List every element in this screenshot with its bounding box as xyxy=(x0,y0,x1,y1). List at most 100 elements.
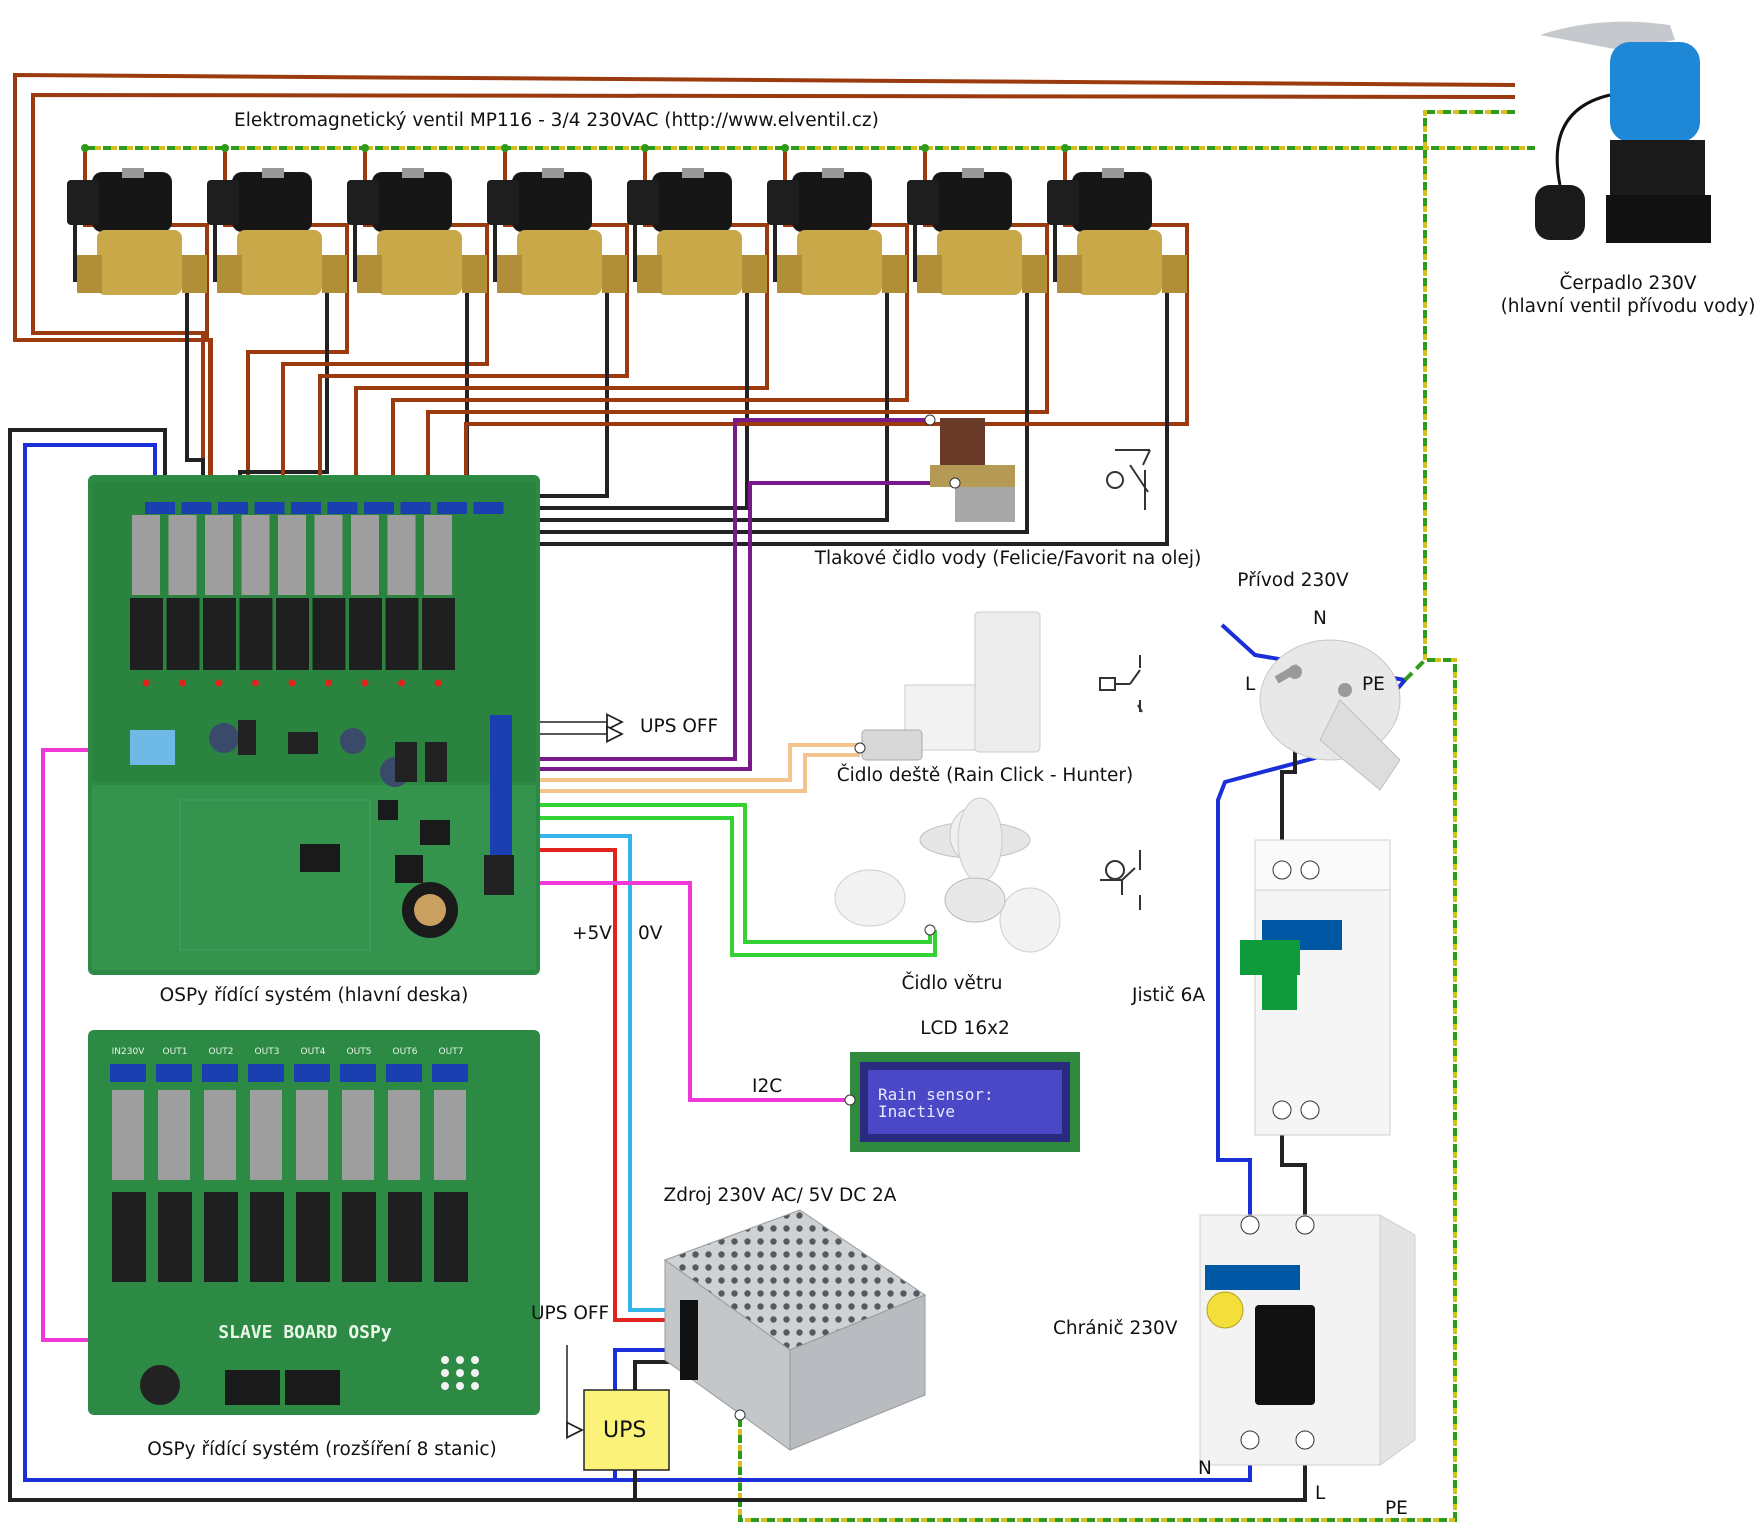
power-supply-icon xyxy=(663,1209,927,1451)
relay xyxy=(112,1192,146,1282)
ext-output-label: OUT4 xyxy=(301,1047,326,1057)
relay xyxy=(250,1192,284,1282)
solenoid-valve-icon xyxy=(347,144,487,295)
relay-cover xyxy=(158,1090,190,1180)
wire-plug-pe-green xyxy=(1328,658,1427,714)
wire-pe-top-green xyxy=(87,110,1535,1522)
rcd-label: Chránič 230V xyxy=(1053,1318,1178,1339)
screw-terminal xyxy=(291,502,321,514)
ups-off-bottom-label: UPS OFF xyxy=(531,1303,610,1324)
lcd-line-1: Rain sensor: xyxy=(878,1085,994,1104)
plug-l-label: L xyxy=(1245,674,1256,695)
wind-switch-symbol xyxy=(1100,850,1141,910)
relay xyxy=(276,598,309,670)
valve-title: Elektromagnetický ventil MP116 - 3/4 230… xyxy=(234,110,879,131)
relay xyxy=(166,598,200,670)
relay-cover xyxy=(351,515,379,595)
psu-label: Zdroj 230V AC/ 5V DC 2A xyxy=(663,1185,897,1206)
ups-box xyxy=(583,1389,670,1471)
screw-terminal xyxy=(156,1064,192,1082)
breaker-label: Jistič 6A xyxy=(1132,985,1206,1006)
plug-n-label: N xyxy=(1313,608,1327,629)
solenoid-valve-icon xyxy=(487,144,627,295)
relay-cover xyxy=(168,515,197,595)
screw-terminal xyxy=(364,502,394,514)
relay xyxy=(385,598,419,670)
ext-output-label: OUT1 xyxy=(163,1047,188,1057)
screw-terminal xyxy=(110,1064,146,1082)
relay xyxy=(349,598,382,670)
ups-off-top-label: UPS OFF xyxy=(640,716,719,737)
relay xyxy=(434,1192,468,1282)
relay-cover xyxy=(434,1090,466,1180)
wind-sensor-label: Čidlo větru xyxy=(901,973,1003,994)
plus5v-label: +5V xyxy=(572,923,612,944)
relay xyxy=(203,598,236,670)
lcd-module xyxy=(844,1052,1080,1152)
ext-output-label: OUT6 xyxy=(393,1047,418,1057)
screw-terminal xyxy=(254,502,285,514)
anemometer-icon xyxy=(834,797,1061,953)
relay-cover xyxy=(388,1090,420,1180)
relay-cover xyxy=(204,1090,236,1180)
screw-terminal xyxy=(386,1064,422,1082)
ups-label: UPS xyxy=(603,1418,647,1443)
rcd-icon xyxy=(1199,1214,1416,1466)
screw-terminal xyxy=(294,1064,330,1082)
lcd-line-2: Inactive xyxy=(878,1102,956,1121)
zero-v-label: 0V xyxy=(638,923,663,944)
status-led xyxy=(288,679,296,687)
terminal-row xyxy=(145,502,504,514)
relay-cover xyxy=(112,1090,144,1180)
wire-rain-1 xyxy=(500,743,860,782)
main-board-label: OSPy řídící systém (hlavní deska) xyxy=(159,985,469,1006)
rain-sensor-label: Čidlo deště (Rain Click - Hunter) xyxy=(836,765,1134,786)
solenoid-valve-icon xyxy=(627,144,767,295)
ext-board-input-label: IN230V xyxy=(112,1047,146,1057)
relay xyxy=(342,1192,376,1282)
wire-mains-black-mid xyxy=(1280,1110,1307,1225)
screw-terminal xyxy=(218,502,248,514)
n-bottom-label: N xyxy=(1198,1458,1212,1479)
relay xyxy=(422,598,455,670)
status-led xyxy=(142,679,150,687)
io-terminal-block xyxy=(490,715,512,855)
relay-cover xyxy=(342,1090,374,1180)
pump-note: (hlavní ventil přívodu vody) xyxy=(1500,296,1756,317)
solenoid-valve-icon xyxy=(67,144,207,295)
screw-terminal xyxy=(437,502,467,514)
relay-cover xyxy=(132,515,160,595)
relay xyxy=(239,598,273,670)
wire-wind-2 xyxy=(500,816,937,957)
capacitor xyxy=(209,723,239,753)
submersible-pump-icon xyxy=(1535,21,1711,243)
solenoid-valve-icon xyxy=(207,144,347,295)
solenoid-valve-icon xyxy=(767,144,907,295)
wire-0v-cyan xyxy=(500,834,680,1312)
ext-board-label: OSPy řídící systém (rozšíření 8 stanic) xyxy=(147,1439,497,1460)
solenoid-valve-icon xyxy=(1047,144,1187,295)
pressure-switch-symbol xyxy=(1106,449,1151,510)
screw-terminal xyxy=(400,502,431,514)
status-led xyxy=(434,679,442,687)
wire-pressure-2 xyxy=(500,481,955,771)
status-led xyxy=(252,679,259,687)
wire-pump-brown-inner xyxy=(31,92,1516,505)
relay-cover xyxy=(424,515,452,595)
screw-terminal xyxy=(473,502,504,514)
status-led xyxy=(398,679,405,687)
relay-cover xyxy=(296,1090,328,1180)
screw-terminal xyxy=(327,502,358,514)
rain-switch-symbol xyxy=(1099,655,1143,713)
pressure-sensor-label: Tlakové čidlo vody (Felicie/Favorit na o… xyxy=(814,548,1202,569)
solenoid-valve-row xyxy=(67,144,1187,295)
main-board xyxy=(88,475,540,975)
ext-pin-dots xyxy=(441,1356,479,1390)
status-led xyxy=(361,679,369,687)
relay xyxy=(130,598,163,670)
screw-terminal xyxy=(248,1064,284,1082)
pump-name: Čerpadlo 230V xyxy=(1559,273,1697,294)
relay-cover xyxy=(205,515,233,595)
relay xyxy=(312,598,346,670)
